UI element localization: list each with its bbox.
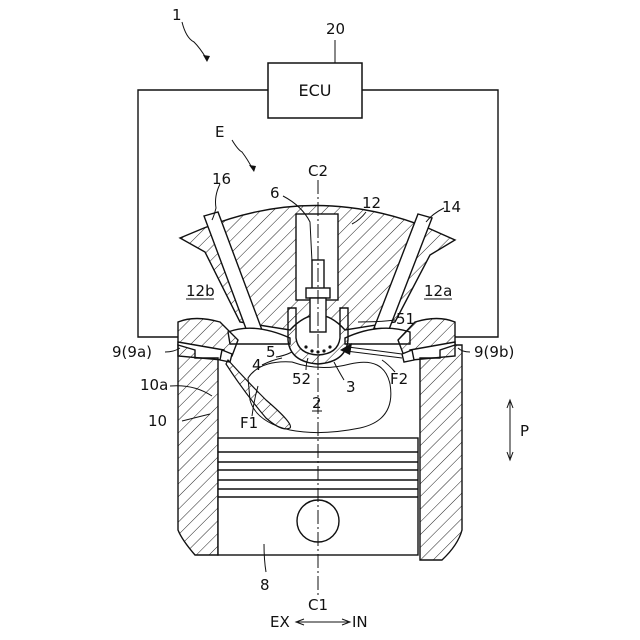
label-9-left: 9(9a) <box>112 343 152 361</box>
label-p: P <box>520 422 529 440</box>
label-51: 51 <box>396 310 415 328</box>
ex-in-arrow <box>296 619 350 625</box>
label-in: IN <box>352 613 368 631</box>
stroke-arrow <box>507 400 513 460</box>
label-14: 14 <box>442 198 461 216</box>
label-3: 3 <box>346 378 356 396</box>
label-52: 52 <box>292 370 311 388</box>
label-c2: C2 <box>308 162 328 180</box>
label-ex: EX <box>270 613 290 631</box>
label-9-right: 9(9b) <box>474 343 514 361</box>
label-f1: F1 <box>240 414 258 432</box>
label-12: 12 <box>362 194 381 212</box>
ecu-box: ECU <box>268 63 362 118</box>
label-f2: F2 <box>390 370 408 388</box>
ecu-label: ECU <box>299 81 332 100</box>
label-c1: C1 <box>308 596 328 614</box>
label-10: 10 <box>148 412 167 430</box>
label-20: 20 <box>326 20 345 38</box>
label-chamber: 2 <box>312 394 322 412</box>
label-5: 5 <box>266 343 276 361</box>
label-port-intake: 12a <box>424 282 452 300</box>
label-4: 4 <box>252 356 262 374</box>
label-engine: E <box>215 123 224 141</box>
label-10a: 10a <box>140 376 168 394</box>
cylinder-wall-left <box>178 345 218 555</box>
label-8: 8 <box>260 576 270 594</box>
label-fig-number: 1 <box>172 6 182 24</box>
label-16: 16 <box>212 170 231 188</box>
spray-right <box>340 343 402 358</box>
label-6: 6 <box>270 184 280 202</box>
cylinder-wall-right <box>420 345 462 560</box>
label-port-exhaust: 12b <box>186 282 215 300</box>
